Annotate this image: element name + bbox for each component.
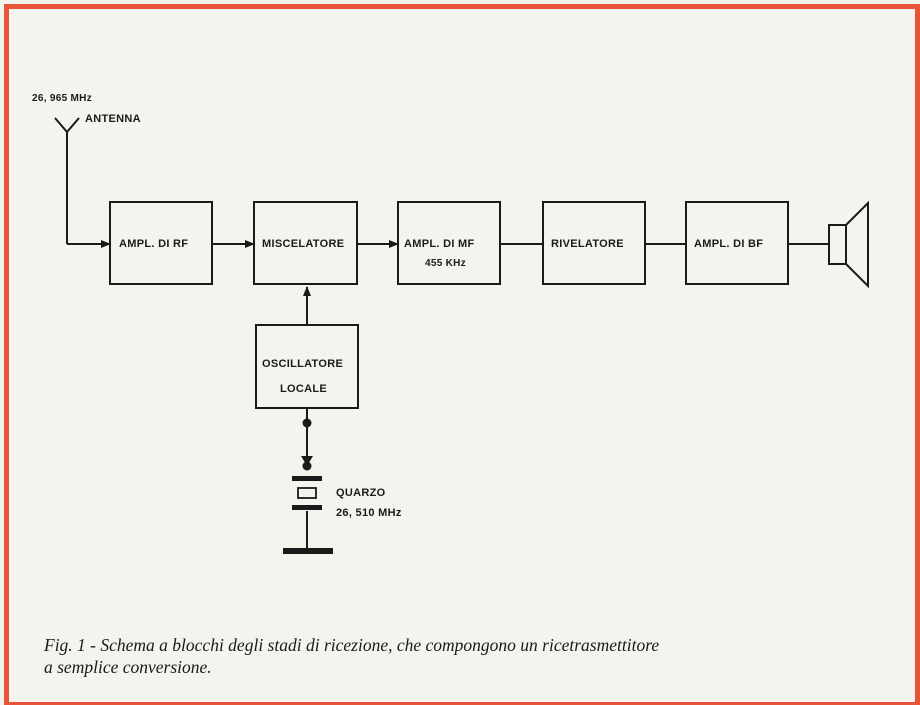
figure-frame — [4, 4, 920, 705]
caption-line-1: Fig. 1 - Schema a blocchi degli stadi di… — [44, 635, 660, 655]
antenna-label: ANTENNA — [85, 113, 141, 125]
mixer-block — [253, 201, 358, 285]
detector-label: RIVELATORE — [551, 238, 624, 250]
ground-icon — [283, 548, 333, 554]
figure-caption: Fig. 1 - Schema a blocchi degli stadi di… — [44, 634, 904, 678]
bf-amplifier-block — [685, 201, 789, 285]
local-oscillator-label-1: OSCILLATORE — [262, 358, 343, 370]
mf-amplifier-label: AMPL. DI MF — [404, 238, 475, 250]
detector-block — [542, 201, 646, 285]
local-oscillator-block — [255, 324, 359, 409]
rf-amplifier-block — [109, 201, 213, 285]
caption-line-2: a semplice conversione. — [44, 657, 212, 677]
crystal-icon — [292, 418, 322, 510]
mf-amplifier-block — [397, 201, 501, 285]
rf-amplifier-label: AMPL. DI RF — [119, 238, 188, 250]
mf-frequency-label: 455 KHz — [425, 258, 466, 269]
local-oscillator-label-2: LOCALE — [280, 383, 327, 395]
antenna-icon — [54, 117, 80, 212]
signal-lines — [66, 205, 829, 548]
mixer-label: MISCELATORE — [262, 238, 344, 250]
crystal-label: QUARZO — [336, 487, 386, 499]
crystal-frequency: 26, 510 MHz — [336, 507, 402, 519]
bf-amplifier-label: AMPL. DI BF — [694, 238, 763, 250]
loudspeaker-icon — [828, 200, 869, 289]
antenna-frequency: 26, 965 MHz — [32, 93, 92, 104]
